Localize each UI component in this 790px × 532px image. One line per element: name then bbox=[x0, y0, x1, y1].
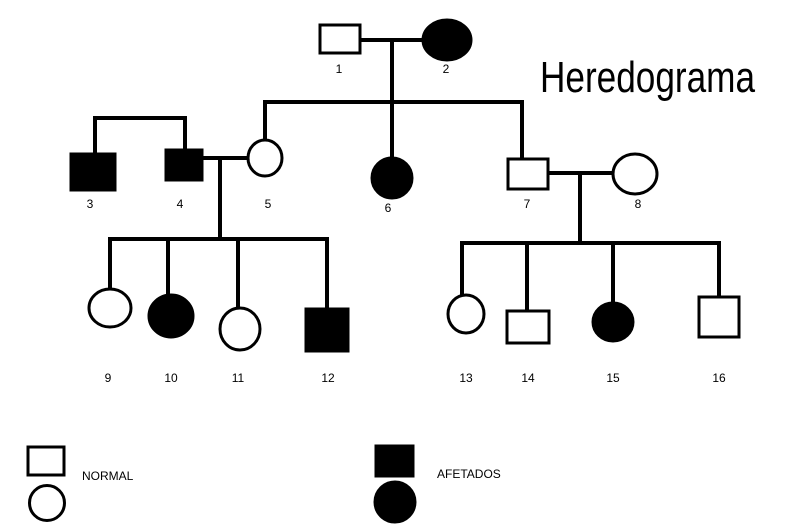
legend-affected-label: AFETADOS bbox=[437, 467, 501, 481]
individual-13-circle bbox=[446, 293, 486, 335]
individual-10-label: 10 bbox=[164, 371, 178, 385]
individual-7-square bbox=[506, 157, 550, 191]
individual-12-label: 12 bbox=[321, 371, 335, 385]
individual-2-circle bbox=[421, 18, 473, 62]
individual-3-square bbox=[69, 152, 117, 192]
individual-11-circle bbox=[218, 306, 262, 352]
individual-16-square bbox=[697, 295, 741, 339]
individual-5-circle bbox=[246, 138, 284, 178]
individual-9-label: 9 bbox=[105, 371, 112, 385]
individual-13-label: 13 bbox=[459, 371, 473, 385]
legend-normal-label: NORMAL bbox=[82, 469, 134, 483]
individual-3-label: 3 bbox=[87, 197, 94, 211]
legend-affected-female-symbol bbox=[373, 480, 417, 524]
individual-6-label: 6 bbox=[385, 201, 392, 215]
individual-8-circle bbox=[611, 152, 659, 196]
individual-4-square bbox=[164, 148, 204, 182]
individual-7-label: 7 bbox=[524, 197, 531, 211]
individual-9-circle bbox=[87, 287, 133, 329]
individual-14-square bbox=[505, 309, 551, 345]
diagram-title: Heredograma bbox=[540, 53, 755, 102]
individual-16-label: 16 bbox=[712, 371, 726, 385]
legend-normal-female-symbol bbox=[28, 484, 66, 522]
individual-4-label: 4 bbox=[177, 197, 184, 211]
legend-normal-male-symbol bbox=[26, 445, 66, 477]
individual-1-label: 1 bbox=[336, 62, 343, 76]
individual-8-label: 8 bbox=[635, 197, 642, 211]
pedigree-lines bbox=[93, 38, 721, 313]
individual-14-label: 14 bbox=[521, 371, 535, 385]
individual-1-square bbox=[318, 23, 362, 55]
individual-15-label: 15 bbox=[606, 371, 620, 385]
individual-12-square bbox=[304, 307, 350, 353]
individual-2-label: 2 bbox=[443, 62, 450, 76]
individual-5-label: 5 bbox=[265, 197, 272, 211]
individual-10-circle bbox=[147, 293, 195, 339]
legend-affected-male-symbol bbox=[374, 444, 415, 478]
individual-6-circle bbox=[370, 156, 414, 200]
individual-15-circle bbox=[591, 301, 635, 343]
legend: NORMAL AFETADOS bbox=[26, 444, 501, 524]
sibship-line-3-4 bbox=[93, 116, 187, 157]
individual-11-label: 11 bbox=[232, 371, 245, 385]
